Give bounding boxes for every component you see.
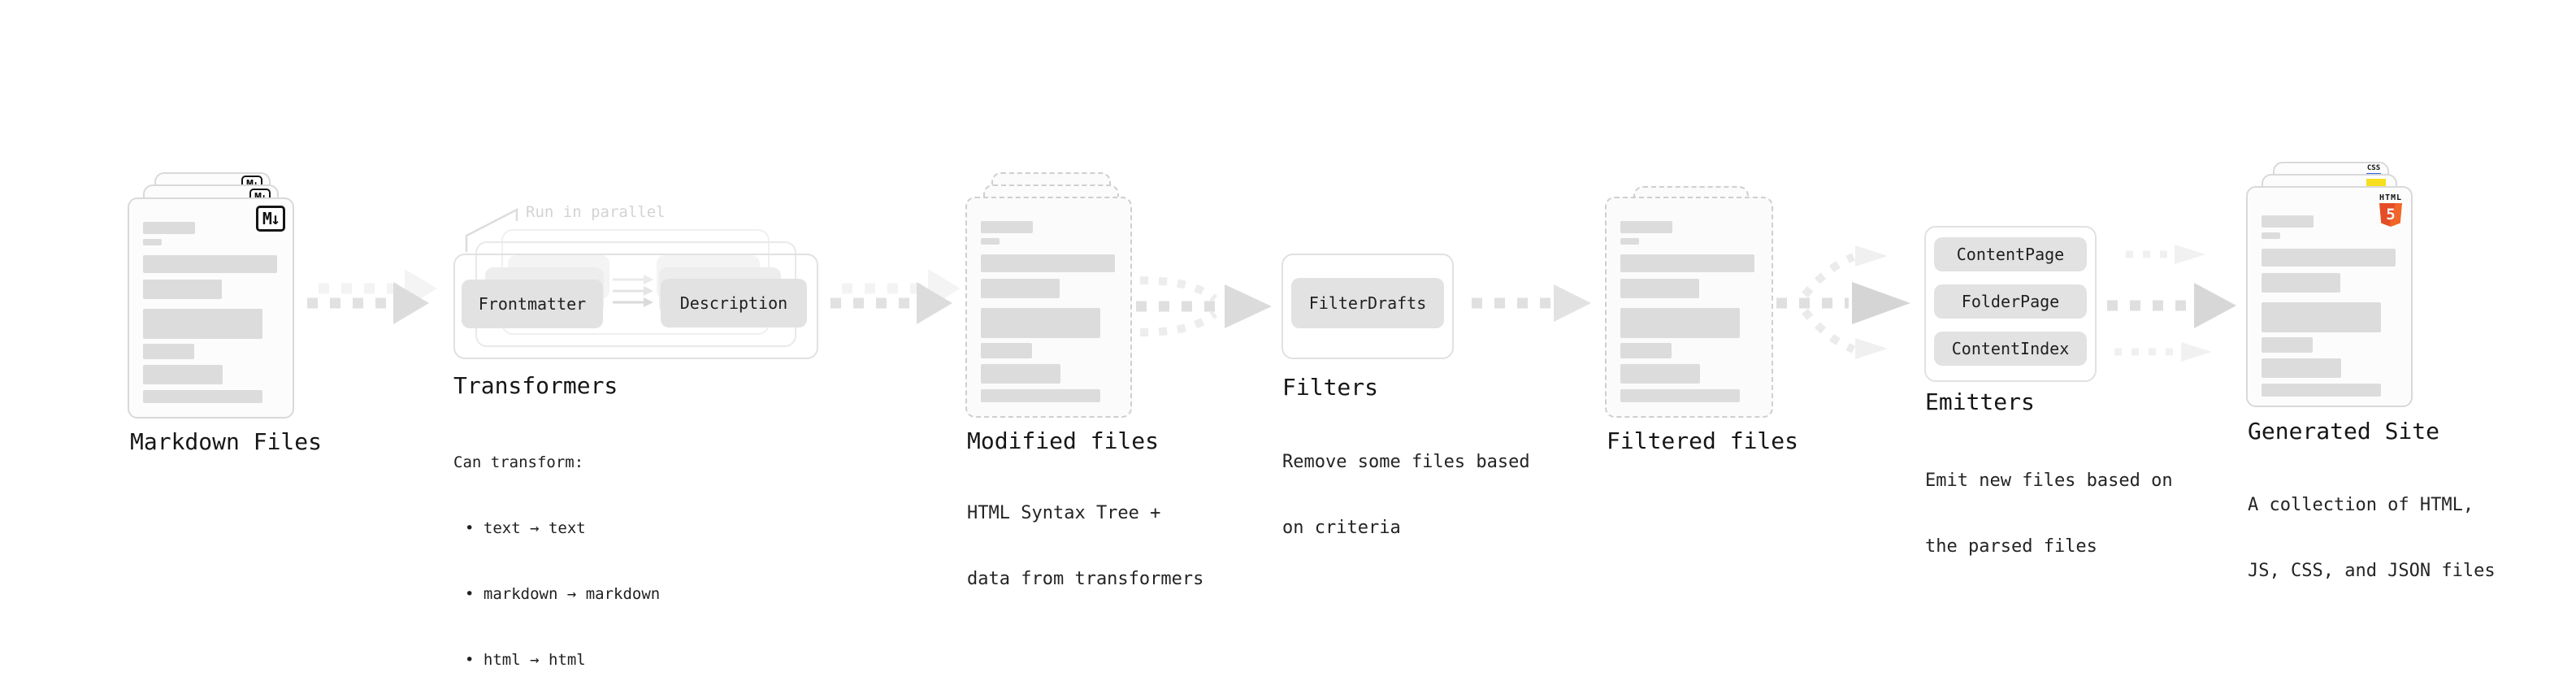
parallel-arrows-icon — [613, 275, 653, 307]
arrow-filtered-to-emitters — [1776, 245, 1910, 359]
arrow-filters-to-filtered — [1472, 284, 1591, 322]
filtered-files-label: Filtered files — [1607, 427, 1799, 454]
arrow-markdown-to-transformers — [307, 269, 437, 324]
transformers-box — [453, 254, 818, 359]
markdown-files-label: Markdown Files — [130, 428, 323, 455]
modified-files-caption: HTML Syntax Tree + data from transformer… — [967, 503, 1204, 589]
transformers-caption: Can transform: • text → text • markdown … — [453, 453, 661, 669]
run-in-parallel-annotation: Run in parallel — [526, 203, 666, 221]
annotation-leader-line — [465, 207, 518, 252]
contentindex-pill: ContentIndex — [1934, 332, 2087, 366]
filters-label: Filters — [1282, 374, 1379, 401]
html5-icon: HTML 5 — [2379, 193, 2403, 227]
contentpage-pill: ContentPage — [1934, 237, 2087, 271]
markdown-icon: M↓ — [255, 206, 285, 232]
description-pill: Description — [661, 279, 807, 327]
modified-file-card — [965, 197, 1132, 418]
folderpage-pill: FolderPage — [1934, 284, 2087, 319]
generated-site-label: Generated Site — [2248, 418, 2440, 445]
doc-content-placeholder — [1607, 198, 1772, 402]
doc-content-placeholder — [967, 198, 1130, 402]
arrow-modified-to-filters — [1136, 276, 1272, 336]
modified-files-label: Modified files — [967, 427, 1160, 454]
emitters-label: Emitters — [1925, 388, 2035, 415]
site-file-card: HTML 5 — [2246, 186, 2413, 407]
markdown-file-card: M↓ — [128, 197, 294, 419]
frontmatter-pill: Frontmatter — [462, 280, 603, 328]
doc-content-placeholder — [2248, 188, 2411, 397]
arrow-emitters-to-site — [2107, 245, 2236, 362]
generated-site-caption: A collection of HTML, JS, CSS, and JSON … — [2248, 495, 2496, 581]
filtered-file-card — [1605, 197, 1773, 418]
emitters-caption: Emit new files based on the parsed files — [1925, 471, 2173, 557]
filterdrafts-pill: FilterDrafts — [1291, 278, 1444, 328]
filters-caption: Remove some files based on criteria — [1282, 452, 1530, 538]
transformers-label: Transformers — [453, 372, 618, 399]
doc-content-placeholder — [129, 199, 293, 403]
arrow-transformers-to-modified — [830, 269, 961, 324]
